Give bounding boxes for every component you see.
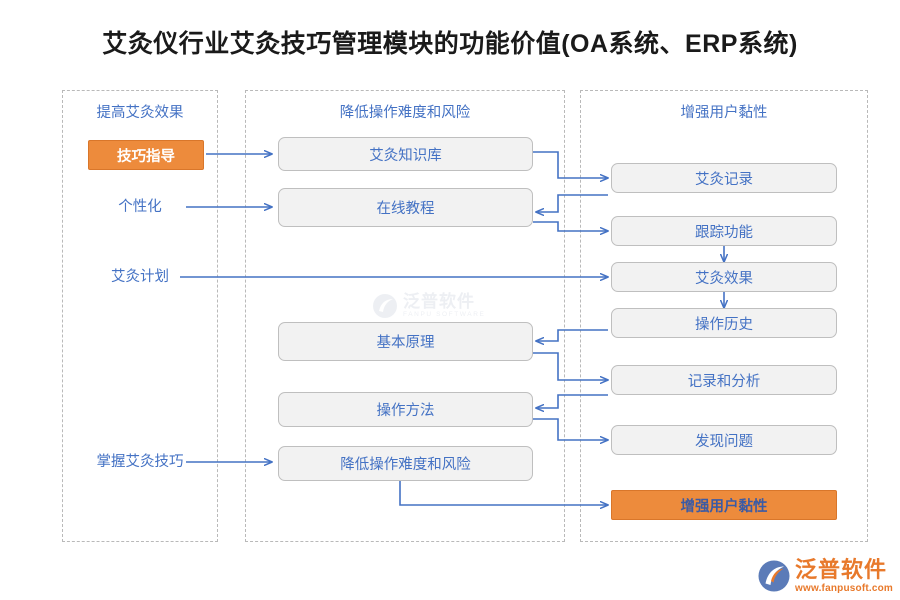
- node-operation-history[interactable]: 操作历史: [611, 308, 837, 338]
- node-moxa-plan[interactable]: 艾灸计划: [111, 269, 169, 285]
- node-moxa-record[interactable]: 艾灸记录: [611, 163, 837, 193]
- column-heading-user-stickiness: 增强用户黏性: [680, 105, 768, 121]
- watermark-name-cn: 泛普软件: [403, 292, 475, 312]
- node-knowledge-base[interactable]: 艾灸知识库: [278, 137, 533, 171]
- column-panel-user-stickiness: [580, 90, 868, 542]
- node-find-problem[interactable]: 发现问题: [611, 425, 837, 455]
- node-tracking-function[interactable]: 跟踪功能: [611, 216, 837, 246]
- node-master-moxa-skill[interactable]: 掌握艾灸技巧: [96, 454, 184, 470]
- node-basic-principle[interactable]: 基本原理: [278, 322, 533, 361]
- brand-logo: 泛普软件 www.fanpusoft.com: [757, 554, 897, 598]
- brand-name-cn: 泛普软件: [795, 556, 888, 582]
- node-reduce-operation-risk[interactable]: 降低操作难度和风险: [278, 446, 533, 481]
- fanpu-logo-icon: [758, 560, 790, 592]
- watermark-name-en: FANPU SOFTWARE: [403, 311, 486, 319]
- brand-url: www.fanpusoft.com: [795, 582, 894, 594]
- column-heading-improve-effect: 提高艾灸效果: [96, 105, 184, 121]
- node-skill-guidance[interactable]: 技巧指导: [88, 140, 204, 170]
- node-enhance-user-stickiness[interactable]: 增强用户黏性: [611, 490, 837, 520]
- fanpu-swirl-icon: [373, 294, 397, 318]
- node-operation-method[interactable]: 操作方法: [278, 392, 533, 427]
- page-title: 艾灸仪行业艾灸技巧管理模块的功能价值(OA系统、ERP系统): [102, 30, 798, 58]
- node-record-and-analysis[interactable]: 记录和分析: [611, 365, 837, 395]
- watermark-logo: 泛普软件 FANPU SOFTWARE: [372, 288, 504, 324]
- column-panel-improve-effect: [62, 90, 218, 542]
- column-heading-reduce-risk: 降低操作难度和风险: [339, 105, 471, 121]
- node-online-course[interactable]: 在线教程: [278, 188, 533, 227]
- node-personalization[interactable]: 个性化: [118, 199, 162, 215]
- column-panel-reduce-risk: [245, 90, 565, 542]
- node-moxa-effect[interactable]: 艾灸效果: [611, 262, 837, 292]
